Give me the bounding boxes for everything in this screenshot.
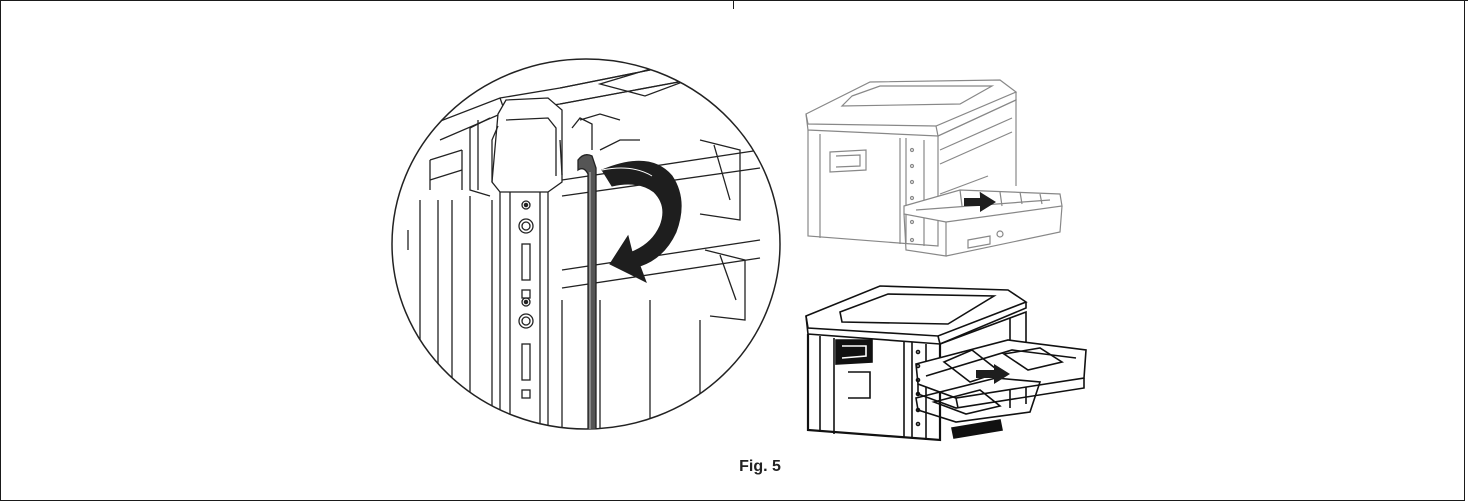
column-divider-tick bbox=[733, 0, 734, 9]
figure-caption: Fig. 5 bbox=[739, 458, 781, 475]
tray-pull-arrow-icon bbox=[976, 364, 1010, 384]
case-with-drawer bbox=[805, 79, 1063, 257]
case-with-tray bbox=[805, 285, 1087, 442]
detail-closeup bbox=[391, 58, 781, 430]
pull-arrow-icon bbox=[964, 192, 996, 212]
